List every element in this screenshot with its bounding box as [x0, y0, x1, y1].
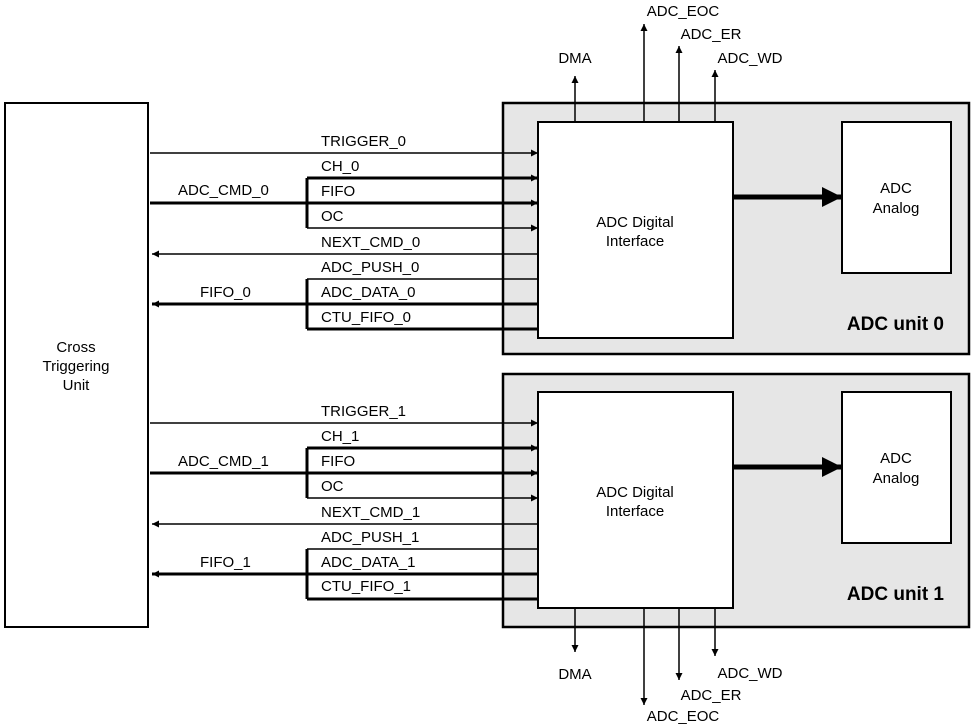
adc-unit-1: ADC Digital Interface ADC Analog ADC uni…	[150, 372, 971, 725]
adc-analog-0-line2: Analog	[873, 200, 920, 217]
adc-cmd-1-label: ADC_CMD_1	[178, 453, 269, 470]
cross-triggering-unit: Cross Triggering Unit	[4, 102, 149, 628]
adc-eoc-output-1-label: ADC_EOC	[647, 708, 720, 725]
trigger-1-label: TRIGGER_1	[321, 403, 406, 420]
adc-digital-interface-0-line1: ADC Digital	[596, 214, 674, 231]
adc-unit-1-title: ADC unit 1	[847, 584, 945, 605]
ctu-label-line3: Unit	[63, 377, 91, 394]
adc-unit-0: ADC Digital Interface ADC Analog ADC uni…	[150, 3, 971, 356]
adc-analog-1-line1: ADC	[880, 450, 912, 467]
adc-analog-1-box	[841, 391, 952, 544]
ch-0-label: CH_0	[321, 158, 359, 175]
ctu-label-line1: Cross	[56, 339, 95, 356]
adc-push-1-label: ADC_PUSH_1	[321, 529, 419, 546]
adc-cmd-0-label: ADC_CMD_0	[178, 182, 269, 199]
adc-unit-0-title: ADC unit 0	[847, 314, 944, 335]
adc-data-1-label: ADC_DATA_1	[321, 554, 415, 571]
adc-digital-interface-1-line2: Interface	[606, 503, 664, 520]
adc-analog-0-line1: ADC	[880, 180, 912, 197]
fifo-0-label: FIFO_0	[200, 284, 251, 301]
adc-wd-output-1-label: ADC_WD	[717, 665, 782, 682]
fifo-cmd-1-label: FIFO	[321, 453, 355, 470]
adc-digital-interface-1-line1: ADC Digital	[596, 484, 674, 501]
ch-1-label: CH_1	[321, 428, 359, 445]
dma-output-1-label: DMA	[558, 666, 591, 683]
fifo-cmd-0-label: FIFO	[321, 183, 355, 200]
ctu-fifo-0-label: CTU_FIFO_0	[321, 309, 411, 326]
adc-digital-interface-0-line2: Interface	[606, 233, 664, 250]
ctu-fifo-1-label: CTU_FIFO_1	[321, 578, 411, 595]
next-cmd-0-label: NEXT_CMD_0	[321, 234, 420, 251]
adc-data-0-label: ADC_DATA_0	[321, 284, 415, 301]
ctu-label-line2: Triggering	[43, 358, 110, 375]
adc-digital-interface-1-box	[537, 391, 734, 609]
adc-push-0-label: ADC_PUSH_0	[321, 259, 419, 276]
ctu-box	[4, 102, 149, 628]
adc-er-output-1-label: ADC_ER	[681, 687, 742, 704]
dma-output-0-label: DMA	[558, 50, 591, 67]
adc-digital-interface-0-box	[537, 121, 734, 339]
oc-0-label: OC	[321, 208, 344, 225]
oc-1-label: OC	[321, 478, 344, 495]
adc-wd-output-0-label: ADC_WD	[717, 50, 782, 67]
adc-analog-1-line2: Analog	[873, 470, 920, 487]
adc-er-output-0-label: ADC_ER	[681, 26, 742, 43]
fifo-1-label: FIFO_1	[200, 554, 251, 571]
adc-analog-0-box	[841, 121, 952, 274]
next-cmd-1-label: NEXT_CMD_1	[321, 504, 420, 521]
trigger-0-label: TRIGGER_0	[321, 133, 406, 150]
adc-eoc-output-0-label: ADC_EOC	[647, 3, 720, 20]
